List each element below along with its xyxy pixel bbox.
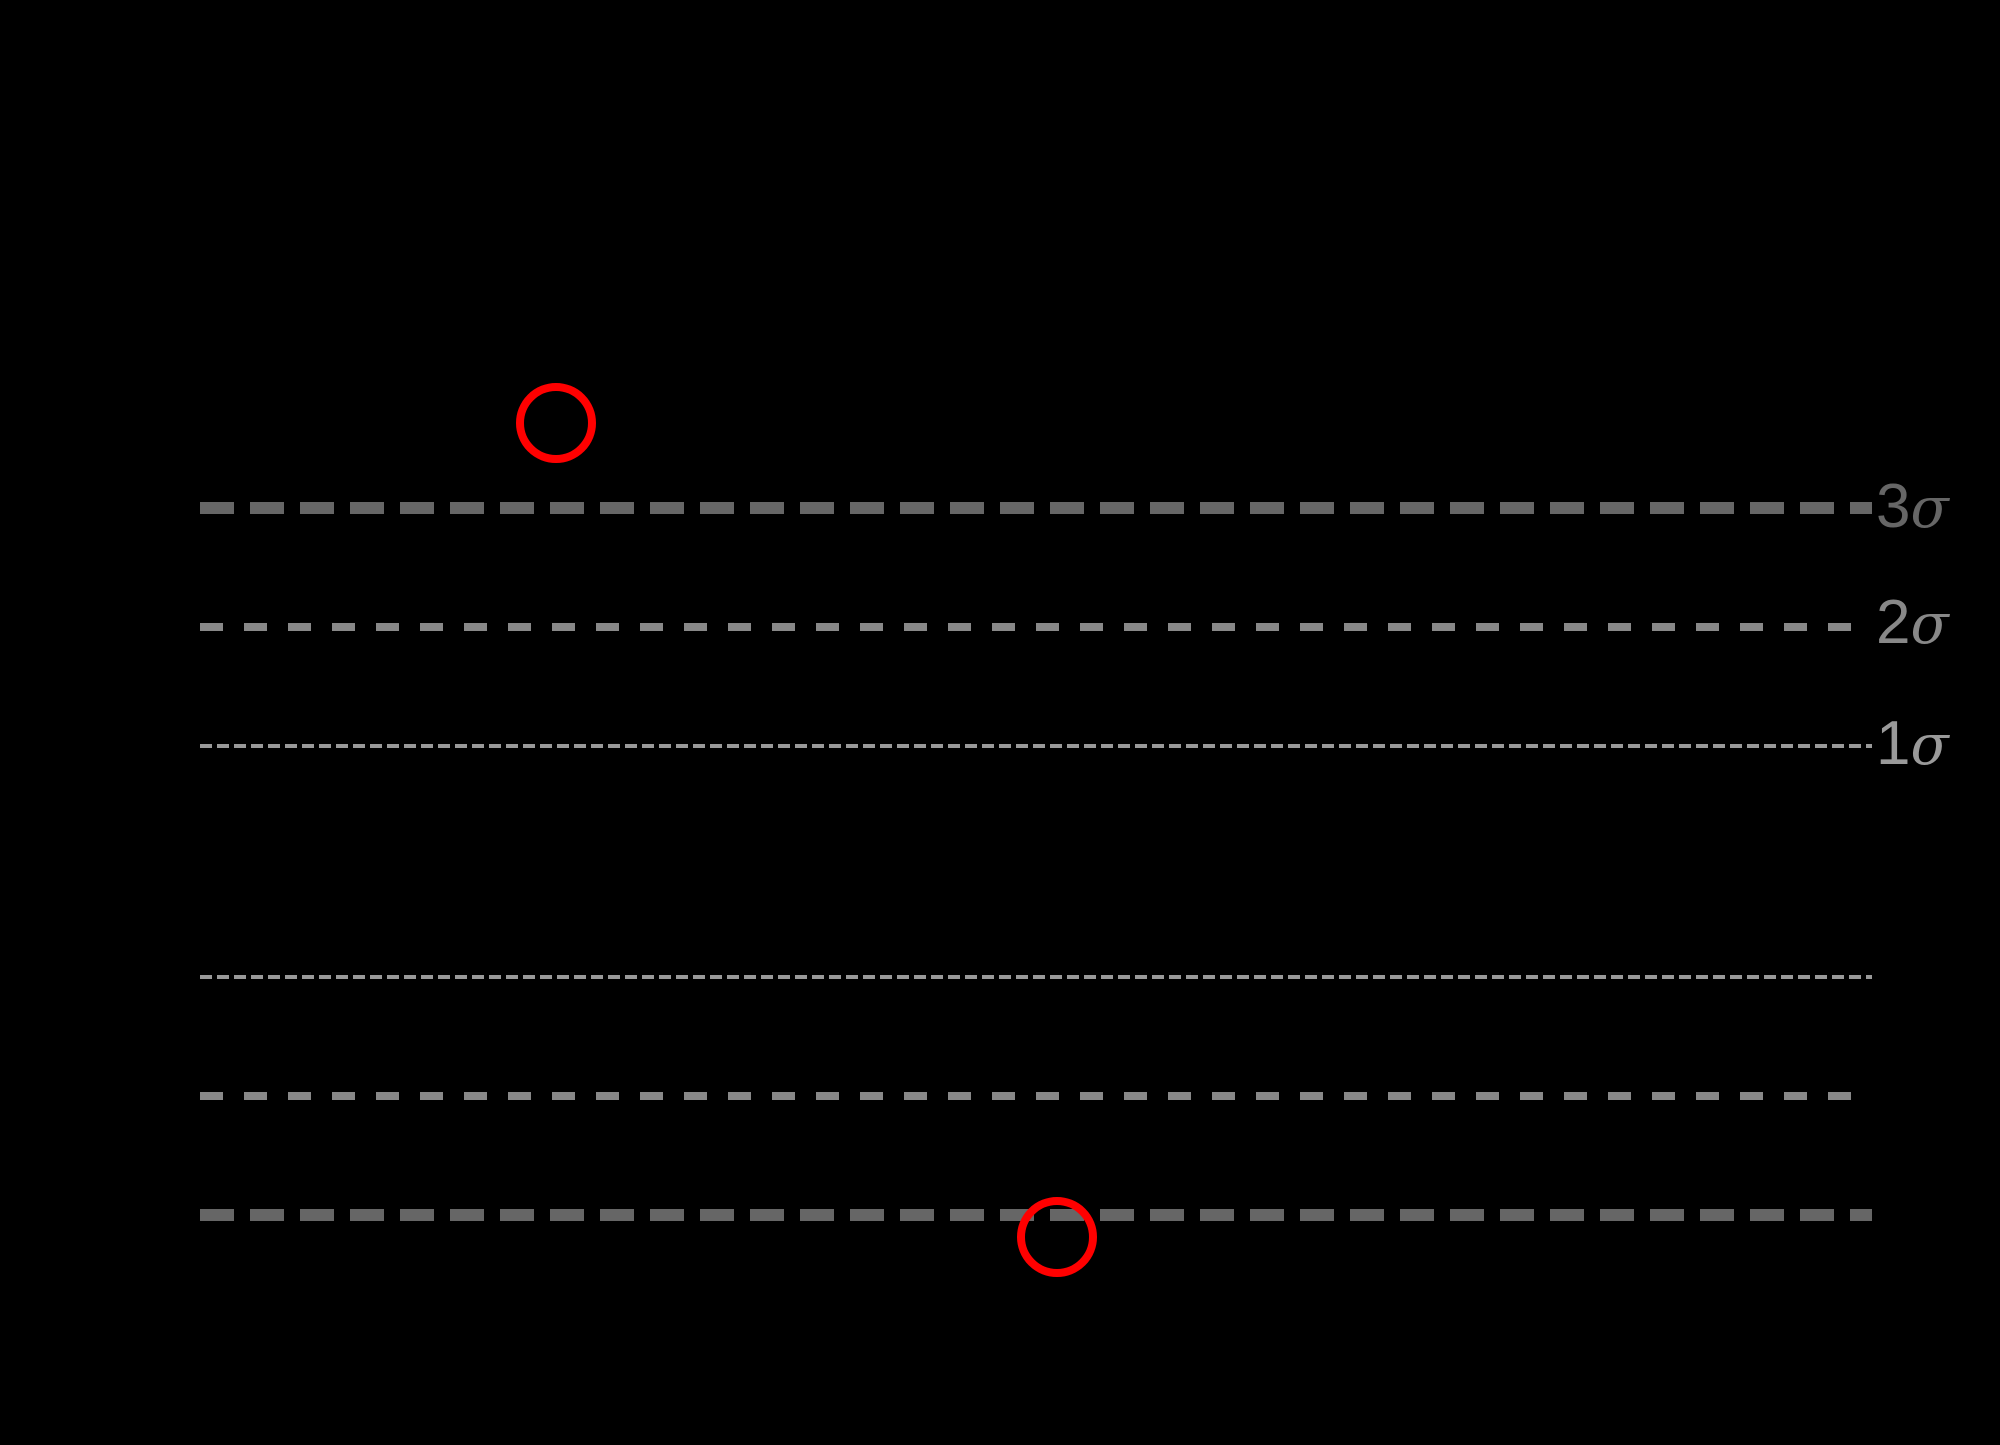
label-3-sigma: 3σ [1876,472,1950,541]
outlier-high-circle [516,383,596,463]
outlier-low-circle [1017,1197,1097,1277]
sigma-symbol: σ [1910,713,1950,778]
label-2-sigma: 2σ [1876,588,1950,657]
outlier-markers [516,383,1097,1277]
sigma-reference-lines [200,502,1872,1221]
sigma-symbol: σ [1910,592,1950,657]
label-2-sigma-digit: 2 [1876,588,1910,657]
sigma-symbol: σ [1910,476,1950,541]
label-3-sigma-digit: 3 [1876,472,1910,541]
label-1-sigma-digit: 1 [1876,709,1910,778]
label-1-sigma: 1σ [1876,709,1950,778]
